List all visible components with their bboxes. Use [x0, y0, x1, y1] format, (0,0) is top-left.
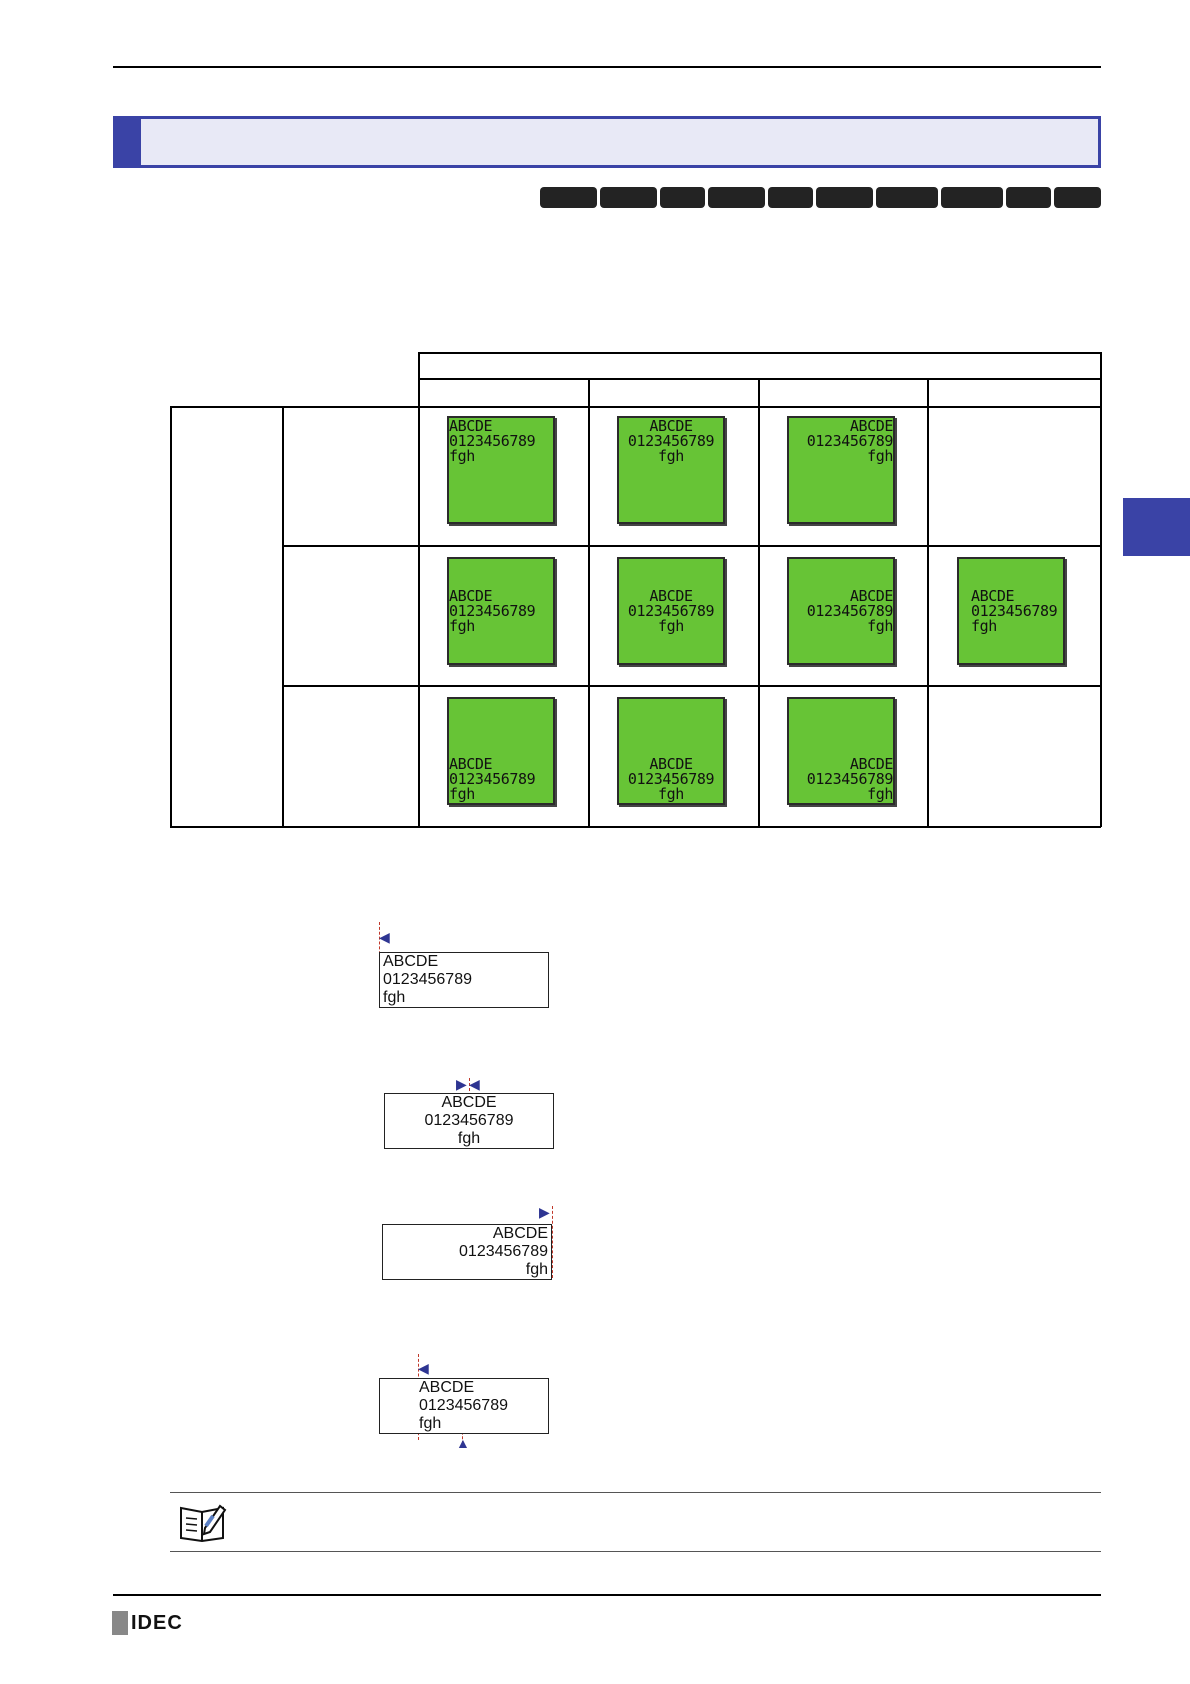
chapter-side-tab	[1123, 498, 1190, 556]
model-tag	[1006, 187, 1051, 208]
model-tag	[600, 187, 657, 208]
model-tags	[540, 187, 1101, 208]
arrow-left-icon: ◀	[418, 1360, 429, 1376]
arrow-left-icon: ◀	[379, 929, 390, 945]
right-guide-line	[552, 1206, 553, 1278]
section-heading-bar	[113, 116, 1101, 168]
section-heading-accent	[116, 119, 141, 165]
model-tag	[768, 187, 813, 208]
model-tag	[540, 187, 597, 208]
arrow-right-icon: ▶	[539, 1204, 550, 1220]
model-tag	[1054, 187, 1101, 208]
header-rule	[113, 66, 1101, 68]
arrow-right-icon: ▶	[456, 1076, 467, 1092]
logo-text: IDEC	[131, 1611, 183, 1634]
note-top-rule	[170, 1492, 1101, 1493]
model-tag	[876, 187, 938, 208]
logo-mark	[112, 1611, 128, 1635]
model-tag	[941, 187, 1003, 208]
model-tag	[708, 187, 765, 208]
model-tag	[816, 187, 873, 208]
footer-rule	[113, 1594, 1101, 1596]
arrow-up-icon: ▲	[456, 1435, 470, 1451]
note-bottom-rule	[170, 1551, 1101, 1552]
model-tag	[660, 187, 705, 208]
arrow-left-icon: ◀	[469, 1076, 480, 1092]
note-pencil-icon	[180, 1504, 227, 1542]
footer-logo: IDEC	[112, 1610, 183, 1636]
